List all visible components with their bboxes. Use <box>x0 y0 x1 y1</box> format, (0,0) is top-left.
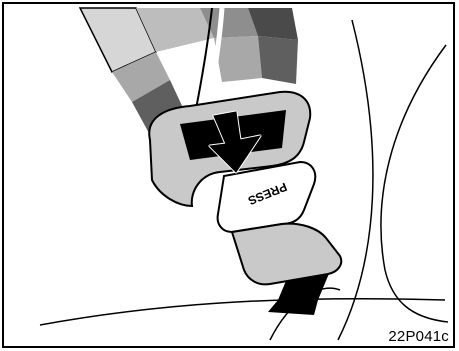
lower-belt-strap-end <box>268 300 318 315</box>
figure-code-label: 22P041c <box>388 328 449 345</box>
seat-contour-line <box>338 20 373 340</box>
latch-plate <box>232 224 341 285</box>
seat-contour-line <box>40 299 445 325</box>
seat-contour-line <box>381 45 448 322</box>
